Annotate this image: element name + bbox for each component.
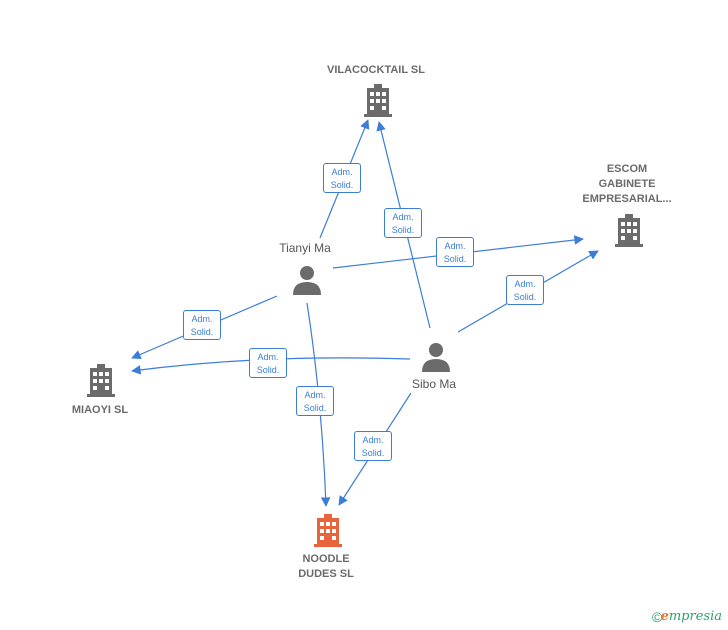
edge-label: Adm. Solid. — [436, 237, 474, 267]
company-label-escom[interactable]: ESCOM GABINETE EMPRESARIAL... — [582, 163, 672, 205]
edge-label-line2: Solid. — [513, 292, 537, 302]
edge-label: Adm. Solid. — [384, 208, 422, 238]
edge-label-line2: Solid. — [330, 180, 354, 190]
company-label-vilacocktail[interactable]: VILACOCKTAIL SL — [327, 64, 425, 76]
edge-label-line2: Solid. — [256, 365, 280, 375]
building-icon[interactable] — [87, 364, 115, 397]
edge-label: Adm. Solid. — [506, 275, 544, 305]
edge-label-line2: Solid. — [391, 225, 415, 235]
edge-label-line1: Adm. — [444, 241, 466, 251]
edge-label-line2: Solid. — [443, 254, 467, 264]
building-icon-focus[interactable] — [314, 514, 342, 547]
building-icon[interactable] — [364, 84, 392, 117]
person-icon[interactable] — [422, 343, 450, 372]
edge-label-line1: Adm. — [331, 167, 353, 177]
edge-label: Adm. Solid. — [183, 310, 221, 340]
edge-label-line1: Adm. — [392, 212, 414, 222]
edge-label: Adm. Solid. — [296, 386, 334, 416]
company-label-miaoyi[interactable]: MIAOYI SL — [71, 404, 129, 416]
edge-label-line1: Adm. — [362, 435, 384, 445]
edge-label: Adm. Solid. — [249, 348, 287, 378]
edge-label-line2: Solid. — [303, 403, 327, 413]
edge-label-line1: Adm. — [191, 314, 213, 324]
edge-label-line1: Adm. — [304, 390, 326, 400]
copyright-icon: © — [652, 609, 663, 625]
edge-label: Adm. Solid. — [323, 163, 361, 193]
brand-logo-e: e — [660, 609, 669, 624]
edge-label-line1: Adm. — [514, 279, 536, 289]
edge-label-line2: Solid. — [361, 448, 385, 458]
building-icon[interactable] — [615, 214, 643, 247]
edge-label-line1: Adm. — [257, 352, 279, 362]
person-label-sibo[interactable]: Sibo Ma — [411, 377, 457, 391]
brand-logo[interactable]: empresia — [661, 609, 722, 624]
person-icon[interactable] — [293, 266, 321, 295]
person-label-tianyi[interactable]: Tianyi Ma — [279, 241, 331, 255]
company-label-noodle[interactable]: NOODLE DUDES SL — [298, 553, 354, 580]
edge-label-line2: Solid. — [190, 327, 214, 337]
edge-label: Adm. Solid. — [354, 431, 392, 461]
brand-logo-rest: mpresia — [668, 609, 722, 624]
